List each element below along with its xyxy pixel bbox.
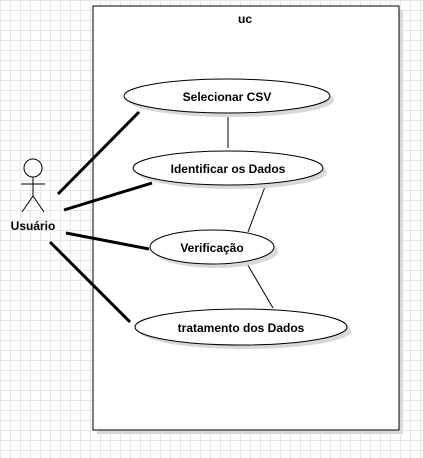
use-case-verificacao[interactable]: Verificação bbox=[149, 229, 278, 268]
use-case-selecionar-csv-label: Selecionar CSV bbox=[183, 90, 272, 104]
use-case-identificar-dados-label: Identificar os Dados bbox=[171, 162, 286, 176]
use-case-selecionar-csv[interactable]: Selecionar CSV bbox=[123, 78, 334, 117]
use-case-tratamento-dados[interactable]: tratamento dos Dados bbox=[134, 308, 351, 349]
system-boundary[interactable] bbox=[92, 5, 403, 434]
use-case-identificar-dados[interactable]: Identificar os Dados bbox=[132, 150, 327, 189]
actor-label: Usuário bbox=[11, 219, 56, 233]
link-verificacao-tratamento bbox=[245, 261, 274, 309]
link-identificar-verificacao bbox=[247, 183, 267, 233]
association-verificacao[interactable] bbox=[65, 231, 150, 251]
stick-figure-actor-icon[interactable] bbox=[21, 158, 45, 213]
association-identificar-dados[interactable] bbox=[63, 181, 153, 212]
system-title: uc bbox=[238, 12, 252, 26]
association-selecionar-csv[interactable] bbox=[56, 110, 141, 196]
use-case-verificacao-label: Verificação bbox=[180, 241, 243, 255]
use-case-tratamento-dados-label: tratamento dos Dados bbox=[178, 321, 305, 335]
association-tratamento-dados[interactable] bbox=[48, 240, 132, 324]
